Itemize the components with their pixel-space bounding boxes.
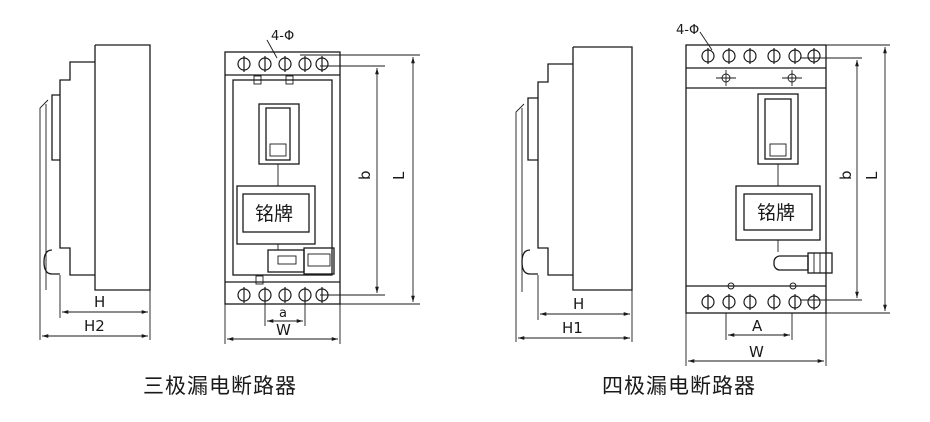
right-top-terminals (701, 48, 821, 64)
right-front-view: 铭牌 4-Φ b L A (676, 23, 890, 366)
right-hole-label: 4-Φ (676, 23, 699, 38)
left-hole-label: 4-Φ (271, 29, 294, 44)
right-test-button (773, 252, 833, 274)
left-top-terminals (237, 56, 329, 72)
right-bottom-terminals (701, 294, 821, 310)
left-dim-spacing: a (279, 306, 287, 321)
left-nameplate: 铭牌 (255, 203, 293, 225)
right-dim-length: L (863, 171, 881, 180)
left-side-view: H H2 (39, 44, 151, 340)
left-caption: 三极漏电断路器 (143, 374, 297, 398)
left-dim-depth1: H (94, 293, 105, 311)
left-front-view: 铭牌 4-Φ b L a W (224, 29, 420, 344)
right-dim-hole-span: b (837, 170, 855, 180)
right-dim-depth1: H (573, 295, 584, 313)
right-side-view: H H1 (515, 46, 633, 342)
right-caption: 四极漏电断路器 (602, 374, 756, 398)
left-dim-depth2: H2 (84, 317, 105, 335)
left-dim-length: L (390, 171, 408, 180)
right-dim-depth2: H1 (562, 319, 583, 337)
right-mount-marks (716, 70, 802, 86)
right-dim-spacing: A (752, 317, 763, 335)
right-nameplate: 铭牌 (757, 202, 795, 224)
right-dim-width: W (749, 343, 764, 361)
left-bottom-terminals (237, 287, 329, 303)
left-dim-width: W (276, 321, 291, 339)
left-dim-hole-span: b (356, 170, 374, 180)
